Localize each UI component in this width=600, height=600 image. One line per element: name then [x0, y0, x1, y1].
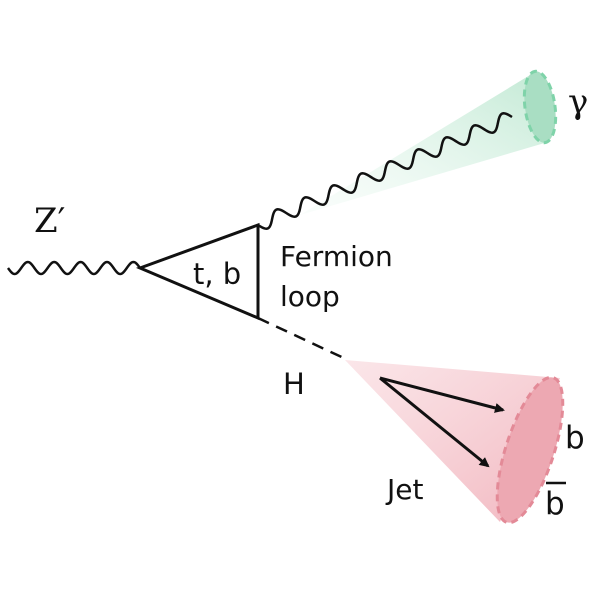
- loop-label: loop: [280, 280, 340, 313]
- fermion-label: Fermion: [280, 240, 393, 273]
- z-prime-label: Z′: [34, 201, 65, 241]
- b-bar-label: b: [545, 486, 565, 522]
- photon-cone: [300, 72, 548, 215]
- higgs-dashed-line: [257, 316, 349, 362]
- higgs-label: H: [283, 367, 305, 401]
- b-bar-quark-arrow: [379, 376, 490, 468]
- jet-label: Jet: [385, 473, 423, 506]
- b-quark-arrow: [379, 376, 505, 413]
- b-label: b: [565, 420, 585, 456]
- jet-cone-cap: [495, 375, 565, 525]
- photon-cone-cap: [522, 69, 558, 145]
- photon-label: γ: [568, 82, 588, 122]
- fermion-loop-triangle: [135, 222, 260, 321]
- photon-wavy-line: [257, 112, 513, 230]
- zprime-wavy-line: [6, 260, 142, 276]
- quark-loop-label: t, b: [193, 257, 241, 291]
